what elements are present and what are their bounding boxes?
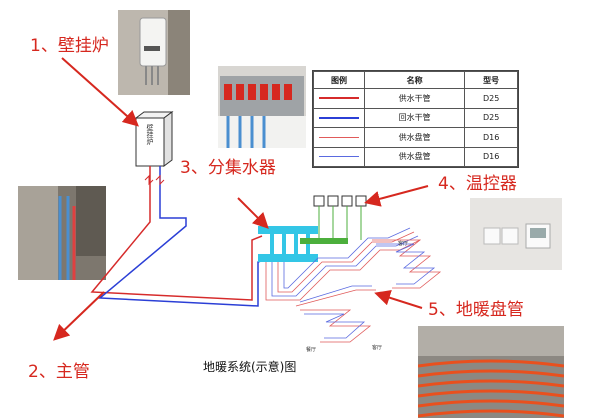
main-pipe-arrow bbox=[53, 291, 105, 341]
legend-row-model: D16 bbox=[464, 146, 518, 167]
legend-table: 图例 名称 型号 供水干管 D25 回水干管 D25 供水盘管 D16 bbox=[312, 70, 519, 168]
manifold-photo bbox=[218, 66, 306, 148]
thermostat-photo bbox=[470, 198, 562, 270]
legend-row-name: 供水干管 bbox=[363, 88, 466, 109]
legend-row-model: D25 bbox=[464, 88, 518, 109]
legend-row: 供水盘管 D16 bbox=[313, 127, 518, 148]
floor-coils bbox=[265, 227, 442, 343]
legend-row-name: 供水盘管 bbox=[363, 146, 466, 167]
callout-thermostat: 4、温控器 bbox=[438, 174, 517, 194]
boiler-valve-marks bbox=[144, 174, 165, 186]
floor-coil-arrow bbox=[374, 290, 423, 309]
callout-manifold: 3、分集水器 bbox=[180, 158, 276, 178]
legend-row-name: 回水干管 bbox=[363, 107, 466, 128]
manifold-photo-image bbox=[218, 66, 306, 148]
room-label-living: 客厅 bbox=[398, 241, 409, 247]
legend-row-name: 供水盘管 bbox=[363, 127, 466, 148]
boiler-box bbox=[134, 111, 174, 167]
room-label-dining: 餐厅 bbox=[306, 347, 317, 353]
thermostats bbox=[313, 195, 367, 240]
supply-coil-swatch bbox=[319, 136, 359, 138]
legend-row-model: D16 bbox=[464, 127, 518, 148]
diagram-caption: 地暖系统(示意)图 bbox=[203, 360, 297, 374]
room-label-living-2: 客厅 bbox=[372, 345, 383, 351]
boiler-photo-image bbox=[118, 10, 190, 95]
return-main-swatch bbox=[319, 116, 359, 119]
legend-row-model: D25 bbox=[464, 107, 518, 128]
main-pipe-photo bbox=[18, 186, 106, 280]
legend-header-model: 型号 bbox=[464, 71, 518, 89]
floor-coil-photo-image bbox=[418, 326, 564, 418]
callout-floor-coil: 5、地暖盘管 bbox=[428, 300, 524, 320]
floor-coil-photo bbox=[418, 326, 564, 418]
supply-main-pipe bbox=[90, 166, 263, 301]
supply-main-swatch bbox=[319, 97, 359, 100]
callout-main-pipe: 2、主管 bbox=[28, 362, 90, 382]
manifold-arrow bbox=[237, 197, 269, 229]
thermostat-photo-image bbox=[470, 198, 562, 270]
legend-header-name: 名称 bbox=[363, 71, 466, 89]
manifold bbox=[258, 226, 348, 262]
thermostat-arrow bbox=[364, 185, 429, 207]
boiler-photo bbox=[118, 10, 190, 95]
legend-header-sample: 图例 bbox=[313, 71, 365, 89]
boiler-box-label: 壁挂炉 bbox=[146, 124, 154, 145]
main-pipe-photo-image bbox=[18, 186, 106, 280]
callout-arrows bbox=[53, 57, 429, 341]
legend-row: 回水干管 D25 bbox=[313, 107, 518, 128]
boiler-arrow bbox=[61, 57, 139, 127]
return-main-pipe bbox=[98, 166, 265, 307]
legend-row: 供水干管 D25 bbox=[313, 88, 518, 109]
legend-row: 供水盘管 D16 bbox=[313, 146, 518, 167]
callout-boiler: 1、壁挂炉 bbox=[30, 36, 109, 56]
return-coil-swatch bbox=[319, 156, 359, 158]
